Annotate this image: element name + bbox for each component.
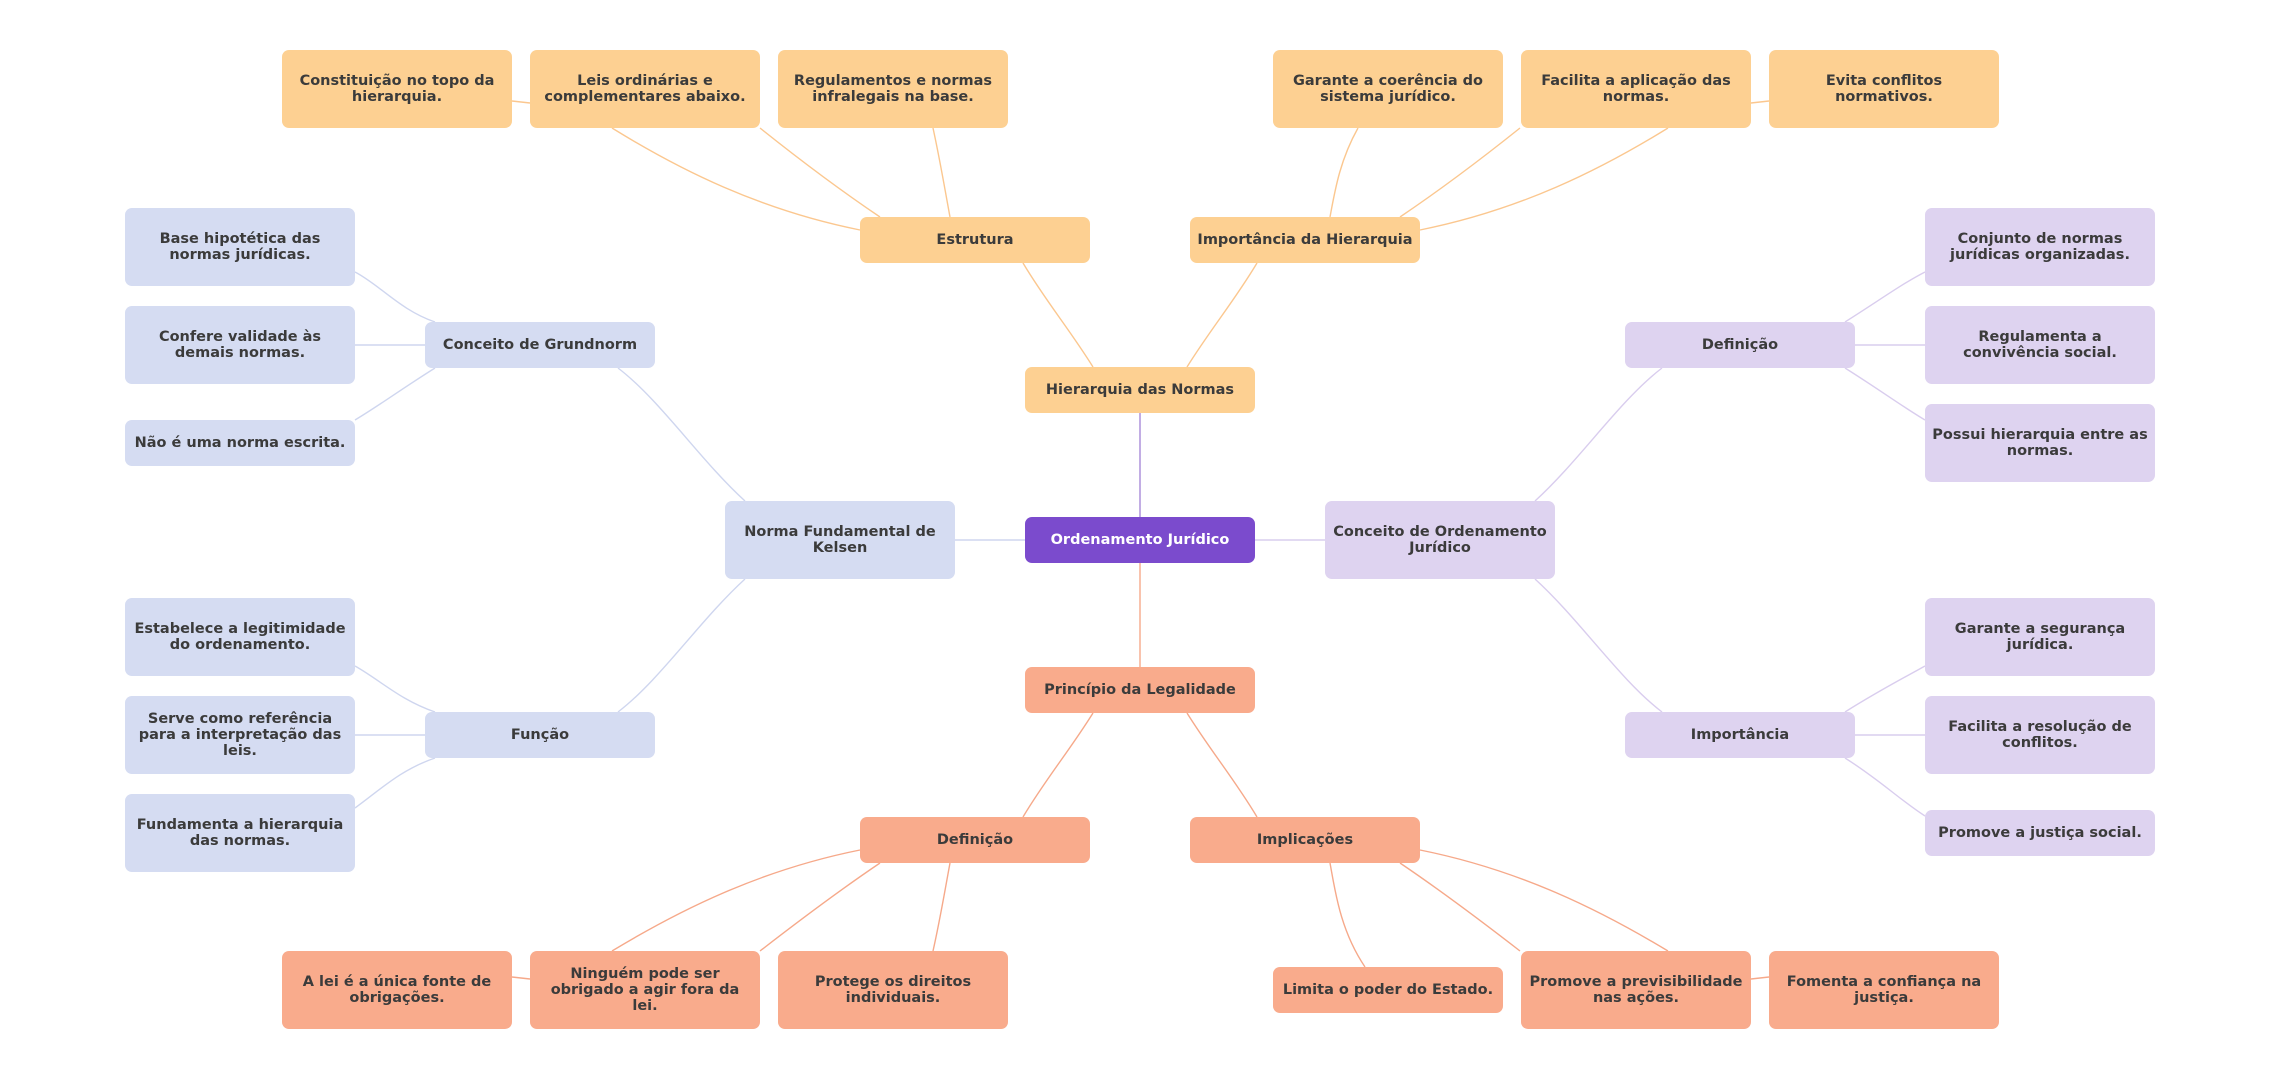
topic-funcao[interactable]: Função: [425, 712, 655, 758]
connector-line: [1844, 665, 1926, 713]
branch-hierarquia-normas[interactable]: Hierarquia das Normas: [1025, 367, 1255, 413]
connector-line: [1750, 100, 1770, 104]
leaf-node[interactable]: Constituição no topo da hierarquia.: [282, 50, 512, 128]
connector-line: [932, 127, 951, 218]
connector-line: [1022, 262, 1094, 368]
branch-conceito-ordenamento[interactable]: Conceito de Ordenamento Jurídico: [1325, 501, 1555, 579]
leaf-node[interactable]: Serve como referência para a interpretaç…: [125, 696, 355, 774]
topic-implicacoes[interactable]: Implicações: [1190, 817, 1420, 863]
connector-line: [1329, 127, 1359, 218]
connector-line: [1399, 127, 1521, 218]
topic-importancia[interactable]: Importância: [1625, 712, 1855, 758]
connector-line: [617, 578, 746, 713]
connector-line: [759, 127, 881, 218]
connector-line: [1844, 271, 1926, 323]
connector-line: [932, 862, 951, 952]
root-node[interactable]: Ordenamento Jurídico: [1025, 517, 1255, 563]
connector-line: [354, 367, 436, 421]
leaf-node[interactable]: Limita o poder do Estado.: [1273, 967, 1503, 1013]
connector-line: [354, 271, 436, 323]
connector-line: [354, 665, 436, 713]
connector-line: [1186, 712, 1258, 818]
leaf-node[interactable]: Possui hierarquia entre as normas.: [1925, 404, 2155, 482]
connector-line: [1419, 849, 1669, 952]
connector-line: [1844, 367, 1926, 421]
leaf-node[interactable]: Estabelece a legitimidade do ordenamento…: [125, 598, 355, 676]
connector-line: [1329, 862, 1366, 968]
topic-estrutura[interactable]: Estrutura: [860, 217, 1090, 263]
leaf-node[interactable]: Regulamentos e normas infralegais na bas…: [778, 50, 1008, 128]
leaf-node[interactable]: Base hipotética das normas jurídicas.: [125, 208, 355, 286]
connector-line: [511, 100, 531, 104]
connector-line: [1399, 862, 1521, 952]
branch-norma-fundamental-kelsen[interactable]: Norma Fundamental de Kelsen: [725, 501, 955, 579]
leaf-node[interactable]: Garante a coerência do sistema jurídico.: [1273, 50, 1503, 128]
connector-line: [1534, 367, 1663, 502]
leaf-node[interactable]: Facilita a resolução de conflitos.: [1925, 696, 2155, 774]
leaf-node[interactable]: Regulamenta a convivência social.: [1925, 306, 2155, 384]
topic-conceito-grundnorm[interactable]: Conceito de Grundnorm: [425, 322, 655, 368]
topic-definicao-conceito[interactable]: Definição: [1625, 322, 1855, 368]
leaf-node[interactable]: Promove a justiça social.: [1925, 810, 2155, 856]
leaf-node[interactable]: Ninguém pode ser obrigado a agir fora da…: [530, 951, 760, 1029]
connector-line: [1844, 757, 1926, 817]
leaf-node[interactable]: Leis ordinárias e complementares abaixo.: [530, 50, 760, 128]
leaf-node[interactable]: Não é uma norma escrita.: [125, 420, 355, 466]
connector-line: [759, 862, 881, 952]
leaf-node[interactable]: Evita conflitos normativos.: [1769, 50, 1999, 128]
leaf-node[interactable]: Conjunto de normas jurídicas organizadas…: [1925, 208, 2155, 286]
leaf-node[interactable]: Protege os direitos individuais.: [778, 951, 1008, 1029]
leaf-node[interactable]: Promove a previsibilidade nas ações.: [1521, 951, 1751, 1029]
topic-importancia-hierarquia[interactable]: Importância da Hierarquia: [1190, 217, 1420, 263]
topic-definicao-legalidade[interactable]: Definição: [860, 817, 1090, 863]
leaf-node[interactable]: Fundamenta a hierarquia das normas.: [125, 794, 355, 872]
connector-line: [611, 127, 861, 231]
connector-line: [1419, 127, 1669, 231]
branch-principio-legalidade[interactable]: Princípio da Legalidade: [1025, 667, 1255, 713]
connector-line: [354, 757, 436, 809]
connector-line: [617, 367, 746, 502]
connector-line: [1534, 578, 1663, 713]
leaf-node[interactable]: Garante a segurança jurídica.: [1925, 598, 2155, 676]
leaf-node[interactable]: Confere validade às demais normas.: [125, 306, 355, 384]
connector-line: [1186, 262, 1258, 368]
connector-line: [1750, 976, 1770, 980]
connector-line: [511, 976, 531, 980]
leaf-node[interactable]: A lei é a única fonte de obrigações.: [282, 951, 512, 1029]
connector-line: [1022, 712, 1094, 818]
leaf-node[interactable]: Facilita a aplicação das normas.: [1521, 50, 1751, 128]
leaf-node[interactable]: Fomenta a confiança na justiça.: [1769, 951, 1999, 1029]
connector-line: [611, 849, 861, 952]
